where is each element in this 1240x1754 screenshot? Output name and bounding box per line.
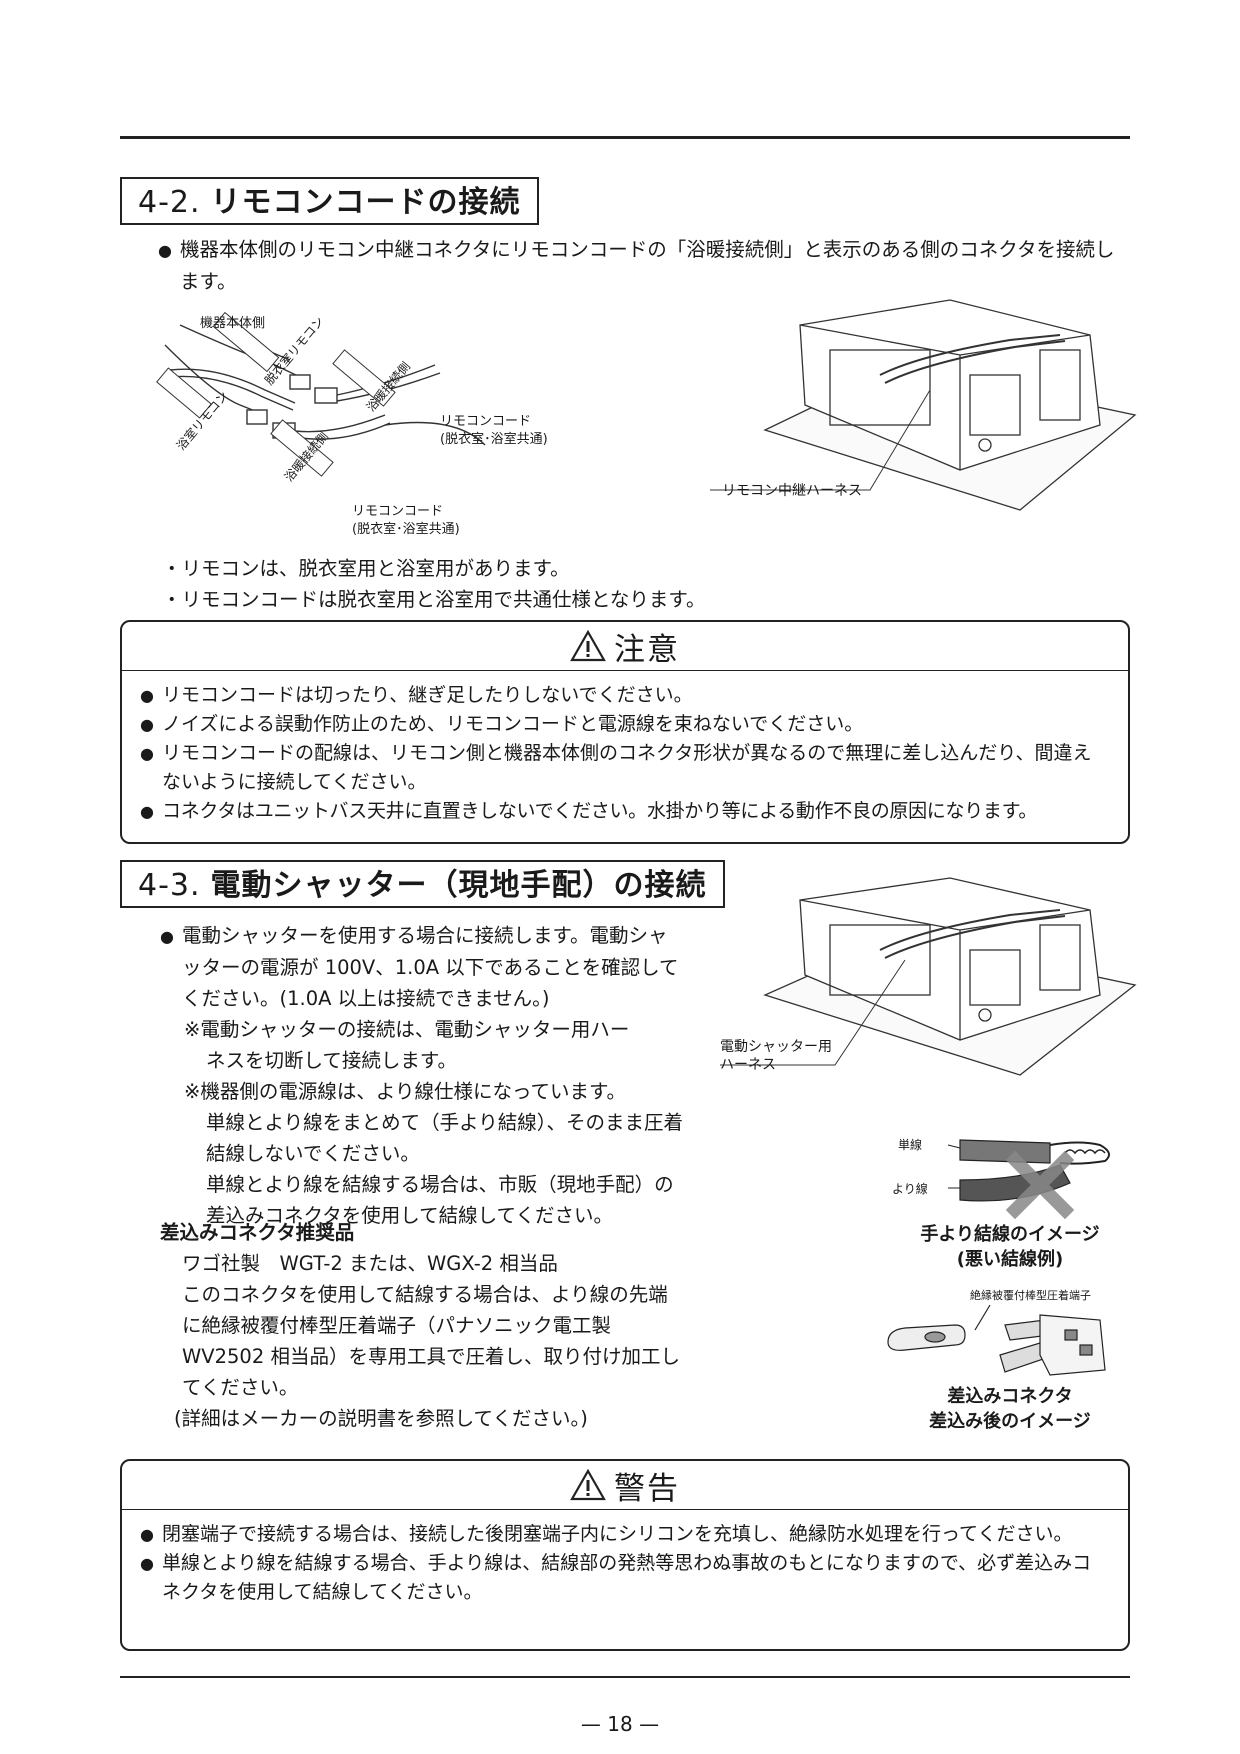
warning-box: 警告 閉塞端子で接続する場合は、接続した後閉塞端子内にシリコンを充填し、絶縁防水…	[120, 1459, 1130, 1651]
caution-body: リモコンコードは切ったり、継ぎ足したりしないでください。 ノイズによる誤動作防止…	[122, 671, 1128, 826]
harness-leader-line-1	[710, 389, 931, 491]
caution-label: 注意	[614, 631, 680, 668]
recommended-connector: 差込みコネクタ推奨品 ワゴ社製 WGT-2 または、WGX-2 相当品 このコネ…	[160, 1221, 680, 1430]
warning-header: 警告	[122, 1461, 1128, 1510]
label-shutter-harness-2: ハーネス	[720, 1057, 776, 1073]
unit-illustration-1	[763, 299, 1137, 511]
label-body-side: 機器本体側	[200, 316, 266, 331]
harness-leader-line-2	[720, 959, 906, 1066]
label-remote-cord-2: リモコンコード	[352, 504, 444, 519]
section-4-2-title: 4-2.リモコンコードの接続	[120, 177, 539, 225]
warning-body: 閉塞端子で接続する場合は、接続した後閉塞端子内にシリコンを充填し、絶縁防水処理を…	[122, 1510, 1128, 1607]
section-4-2-notes: リモコンは、脱衣室用と浴室用があります。 リモコンコードは脱衣室用と浴室用で共通…	[162, 553, 1062, 615]
label-stranded-wire: より線	[892, 1182, 928, 1196]
page-number: — 18 —	[580, 1712, 660, 1736]
section-4-3-body: 電動シャッターを使用する場合に接続します。電動シャッターの電源が 100V、1.…	[160, 920, 686, 1231]
caution-box: 注意 リモコンコードは切ったり、継ぎ足したりしないでください。 ノイズによる誤動…	[120, 620, 1130, 844]
top-rule	[120, 136, 1130, 139]
caption-push-in: 差込みコネクタ 差込み後のイメージ	[929, 1386, 1091, 1432]
hand-twist-wire-illustration	[947, 1139, 1110, 1220]
unit-illustration-2	[763, 877, 1137, 1076]
warning-label: 警告	[614, 1470, 680, 1507]
caption-hand-twist: 手より結線のイメージ (悪い結線例)	[920, 1224, 1100, 1270]
section-4-2-intro: 機器本体側のリモコン中継コネクタにリモコンコードの「浴暖接続側」と表示のある側の…	[158, 234, 1133, 297]
push-in-connector-illustration	[887, 1304, 1106, 1376]
bottom-rule	[120, 1676, 1130, 1678]
label-single-wire: 単線	[898, 1138, 923, 1152]
label-crimp-terminal: 絶縁被覆付棒型圧着端子	[970, 1289, 1091, 1302]
caution-header: 注意	[122, 622, 1128, 671]
label-shutter-harness-1: 電動シャッター用	[720, 1039, 832, 1055]
label-remote-cord-1-sub: (脱衣室･浴室共通)	[440, 432, 548, 447]
label-remote-relay-harness: リモコン中継ハーネス	[722, 483, 862, 499]
warning-triangle-icon	[570, 1469, 606, 1501]
warning-triangle-icon	[570, 630, 606, 662]
section-4-3-title: 4-3.電動シャッター（現地手配）の接続	[120, 860, 725, 908]
label-remote-cord-2-sub: (脱衣室･浴室共通)	[352, 522, 460, 537]
label-remote-cord-1: リモコンコード	[440, 414, 532, 429]
remote-cord-diagram	[156, 311, 486, 477]
